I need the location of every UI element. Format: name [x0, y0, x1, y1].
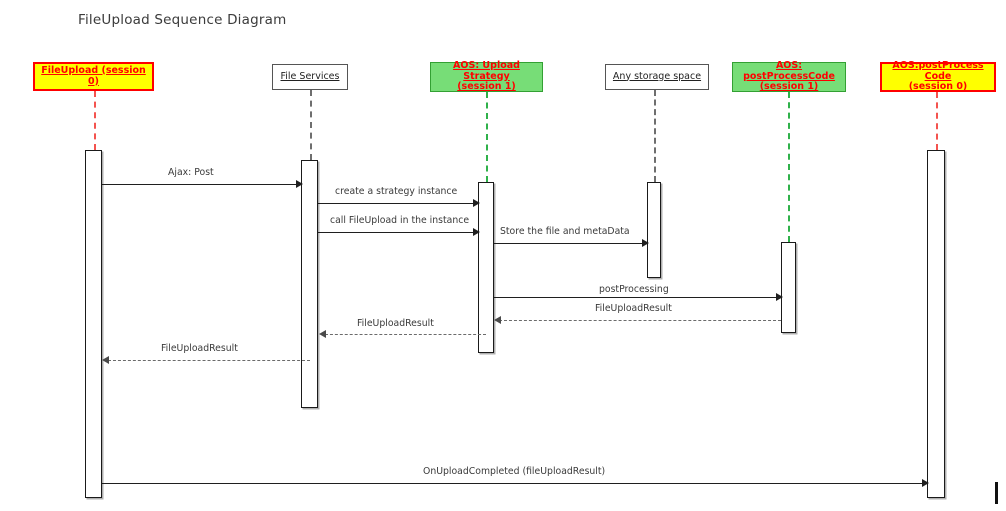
participant-postprocesscode-1[interactable]: AOS: postProcessCode (session 1) — [732, 59, 846, 94]
participant-label-storage-space: Any storage space — [612, 70, 702, 82]
message-arrowhead-postprocessing — [776, 293, 783, 301]
activation-bar-file-services — [301, 160, 318, 408]
participant-upload-strategy[interactable]: AOS: Upload Strategy (session 1) — [430, 59, 543, 94]
participant-label-fileupload: FileUpload (session 0) — [41, 64, 146, 87]
message-label-call-fileupload-instance: call FileUpload in the instance — [330, 215, 470, 226]
activation-bar-postprocesscode-0 — [927, 150, 945, 498]
participant-label-postprocesscode-1-line1: AOS: postProcessCode — [743, 59, 835, 82]
message-label-fileuploadresult-services-to-fileupload: FileUploadResult — [161, 343, 238, 354]
participant-label-upload-strategy: AOS: Upload Strategy (session 1) — [431, 59, 542, 94]
message-arrowhead-fileuploadresult-strategy-to-services — [319, 330, 326, 338]
message-line-fileuploadresult-pp-to-strategy — [499, 320, 781, 321]
message-line-store-file-metadata — [494, 243, 647, 244]
participant-label-postprocesscode-0: AOS:postProcess Code (session 0) — [882, 59, 994, 94]
message-arrowhead-store-file-metadata — [642, 239, 649, 247]
message-arrowhead-fileuploadresult-pp-to-strategy — [494, 316, 501, 324]
message-line-fileuploadresult-strategy-to-services — [325, 334, 486, 335]
lifeline-storage-space — [654, 90, 656, 182]
message-arrowhead-ajax-post — [296, 180, 303, 188]
message-label-postprocessing: postProcessing — [599, 284, 669, 295]
participant-postprocesscode-0[interactable]: AOS:postProcess Code (session 0) — [880, 59, 996, 94]
lifeline-upload-strategy — [486, 92, 488, 182]
message-line-ajax-post — [102, 184, 301, 185]
participant-storage-space[interactable]: Any storage space — [605, 64, 709, 90]
message-label-fileuploadresult-pp-to-strategy: FileUploadResult — [595, 303, 672, 314]
message-label-store-file-metadata: Store the file and metaData — [500, 226, 630, 237]
participant-label-upload-strategy-line2: (session 1) — [457, 81, 516, 93]
lifeline-postprocesscode-1 — [788, 92, 790, 242]
message-arrowhead-create-strategy-instance — [473, 199, 480, 207]
participant-label-postprocesscode-1-line2: (session 1) — [759, 81, 819, 93]
lifeline-postprocesscode-0 — [936, 92, 938, 150]
participant-label-upload-strategy-line1: AOS: Upload Strategy — [453, 59, 520, 82]
participant-file-services[interactable]: File Services — [272, 64, 348, 90]
participant-label-file-services: File Services — [280, 70, 340, 82]
canvas-edge-marker — [995, 482, 998, 504]
message-line-onuploadcompleted — [102, 483, 927, 484]
participant-label-postprocesscode-0-line1: AOS:postProcess Code — [892, 59, 984, 82]
lifeline-fileupload — [94, 91, 96, 150]
message-line-postprocessing — [494, 297, 781, 298]
activation-bar-postprocesscode-1 — [781, 242, 796, 333]
message-arrowhead-call-fileupload-instance — [473, 228, 480, 236]
participant-fileupload[interactable]: FileUpload (session 0) — [33, 62, 154, 91]
activation-bar-fileupload — [85, 150, 102, 498]
message-label-fileuploadresult-strategy-to-services: FileUploadResult — [357, 318, 434, 329]
participant-label-postprocesscode-1: AOS: postProcessCode (session 1) — [733, 59, 845, 94]
activation-bar-upload-strategy — [478, 182, 494, 353]
message-line-create-strategy-instance — [318, 203, 478, 204]
message-label-create-strategy-instance: create a strategy instance — [335, 186, 458, 197]
message-line-call-fileupload-instance — [318, 232, 478, 233]
message-line-fileuploadresult-services-to-fileupload — [108, 360, 310, 361]
page-title: FileUpload Sequence Diagram — [78, 12, 287, 28]
message-label-ajax-post: Ajax: Post — [168, 167, 214, 178]
lifeline-file-services — [310, 90, 312, 160]
activation-bar-storage-space — [647, 182, 661, 278]
participant-label-postprocesscode-0-line2: (session 0) — [908, 81, 968, 93]
message-arrowhead-onuploadcompleted — [922, 479, 929, 487]
message-label-onuploadcompleted: OnUploadCompleted (fileUploadResult) — [423, 466, 606, 477]
message-arrowhead-fileuploadresult-services-to-fileupload — [102, 356, 109, 364]
